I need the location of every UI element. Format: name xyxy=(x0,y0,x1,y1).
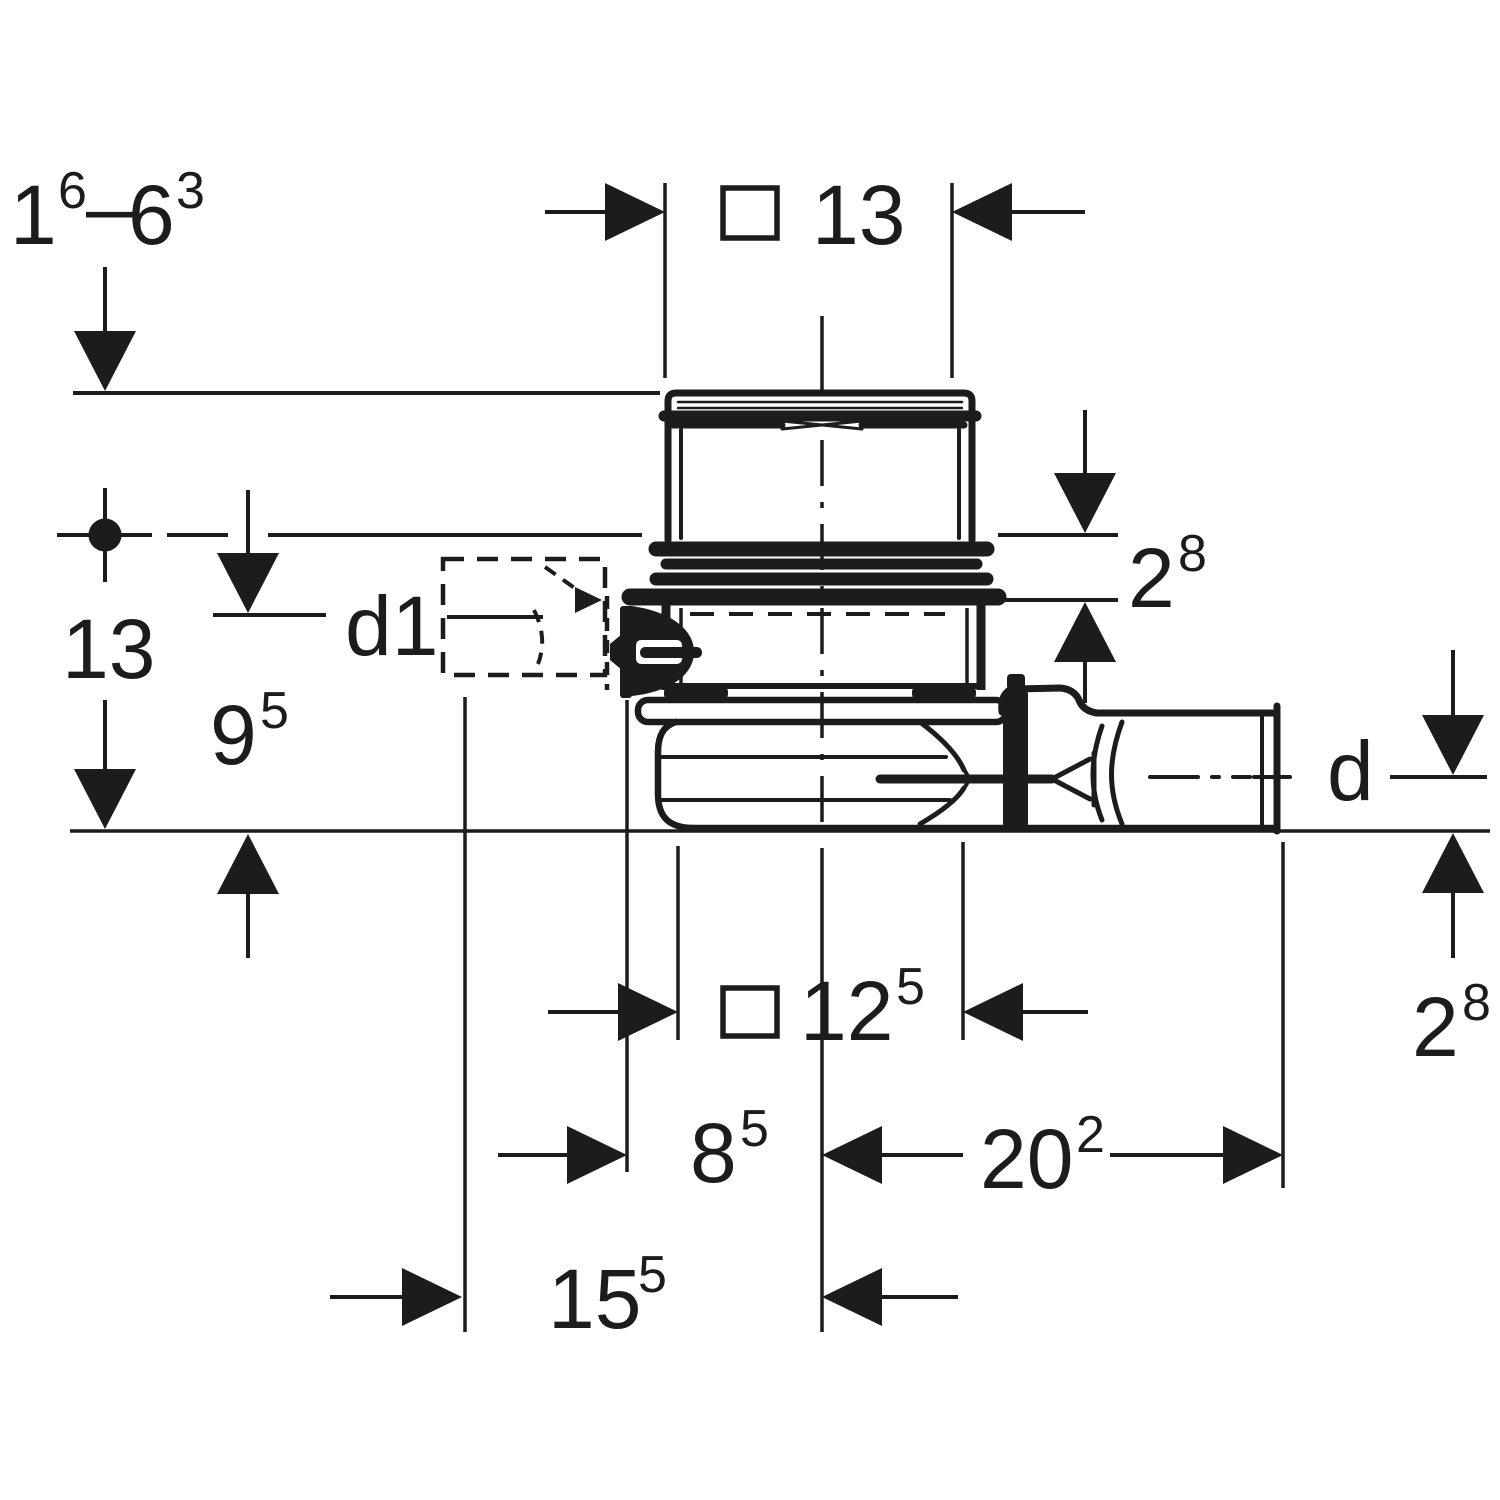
label-outlet-axis: 2 8 xyxy=(1412,974,1491,1074)
svg-text:2: 2 xyxy=(1076,1106,1105,1164)
trap-bowl xyxy=(634,686,1278,832)
svg-text:8: 8 xyxy=(690,1106,737,1200)
svg-text:5: 5 xyxy=(740,1100,769,1158)
svg-text:5: 5 xyxy=(638,1246,667,1304)
svg-text:5: 5 xyxy=(260,682,289,740)
svg-text:20: 20 xyxy=(980,1112,1073,1206)
label-inlet-span: 15 5 xyxy=(548,1246,667,1346)
svg-text:15: 15 xyxy=(548,1252,641,1346)
svg-text:8: 8 xyxy=(1462,974,1491,1032)
label-right-span: 20 2 xyxy=(980,1106,1105,1206)
inlet-flow-arrowhead xyxy=(575,587,602,613)
dimension-arrowheads xyxy=(74,183,1484,1326)
svg-text:8: 8 xyxy=(1178,525,1207,583)
svg-text:9: 9 xyxy=(210,688,257,782)
embed-range-int2: 6 xyxy=(128,168,175,262)
label-grate-height: 13 xyxy=(62,602,155,696)
embed-range-sup1: 6 xyxy=(58,162,87,220)
label-outlet-diameter: d xyxy=(1327,724,1374,818)
datum-point-marker xyxy=(57,488,152,582)
embed-range-dash: – xyxy=(86,160,133,254)
svg-text:2: 2 xyxy=(1412,980,1459,1074)
square-dimension-symbols xyxy=(720,185,780,1039)
dimension-arrow-shafts xyxy=(103,210,1455,1299)
label-bottom-width: 12 5 xyxy=(800,958,925,1058)
label-embed-range: 1 6 – 6 3 xyxy=(10,160,205,262)
embed-range-int1: 1 xyxy=(10,168,57,262)
reference-lines xyxy=(70,183,1490,1332)
svg-text:5: 5 xyxy=(896,958,925,1016)
outlet-pipe xyxy=(998,674,1292,835)
svg-text:2: 2 xyxy=(1128,531,1175,625)
label-top-width: 13 xyxy=(812,168,905,262)
riser-pipe xyxy=(658,389,982,544)
label-left-span: 8 5 xyxy=(690,1100,769,1200)
svg-text:12: 12 xyxy=(800,964,893,1058)
label-flange-depth: 2 8 xyxy=(1128,525,1207,625)
square-symbol-bottom xyxy=(720,985,780,1039)
collar-flange xyxy=(621,541,1007,606)
inlet-pipe-dashed xyxy=(440,556,608,678)
clamp-bolt-assembly xyxy=(604,596,702,698)
dimension-labels: 1 6 – 6 3 13 13 9 5 d1 d 2 8 2 8 12 xyxy=(10,160,1491,1346)
square-symbol-top xyxy=(720,185,780,241)
embed-range-sup2: 3 xyxy=(176,162,205,220)
label-inlet-diameter: d1 xyxy=(345,579,438,673)
label-inlet-height: 9 5 xyxy=(210,682,289,782)
